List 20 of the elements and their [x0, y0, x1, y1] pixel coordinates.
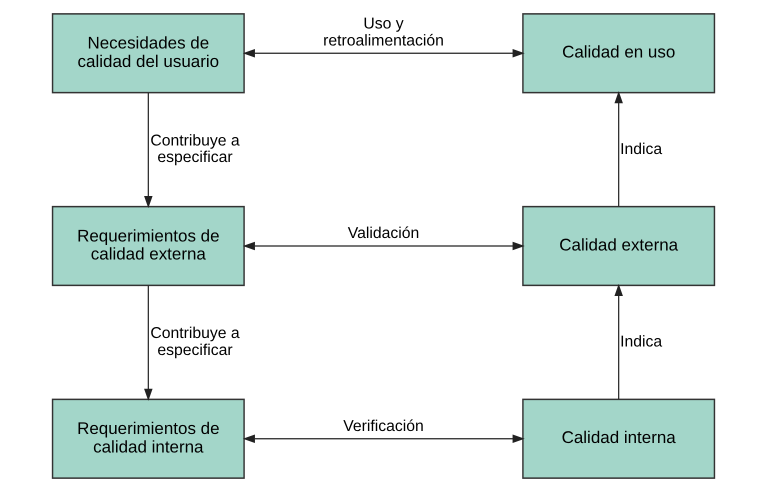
arrow: [242, 48, 525, 57]
arrow: [614, 283, 623, 399]
edge-label: Indica: [620, 333, 662, 350]
arrow: [144, 285, 153, 400]
node-box: Requerimientos de calidad interna: [52, 398, 245, 478]
edge-label: Validación: [348, 224, 420, 242]
node-box: Requerimientos de calidad externa: [52, 205, 245, 286]
edge-label: Uso y retroalimentación: [323, 14, 444, 49]
arrow: [242, 241, 525, 250]
edge-label: Contribuye a especificar: [150, 132, 240, 166]
edge-label: Contribuye a especificar: [150, 324, 240, 358]
node-box: Calidad en uso: [522, 12, 716, 93]
node-box: Necesidades de calidad del usuario: [52, 12, 245, 93]
arrow: [144, 92, 153, 208]
node-box: Calidad externa: [522, 205, 716, 286]
node-box: Calidad interna: [522, 398, 716, 478]
arrow: [614, 90, 623, 206]
arrow: [242, 434, 525, 442]
edge-label: Indica: [620, 140, 662, 158]
edge-label: Verificación: [343, 417, 424, 434]
